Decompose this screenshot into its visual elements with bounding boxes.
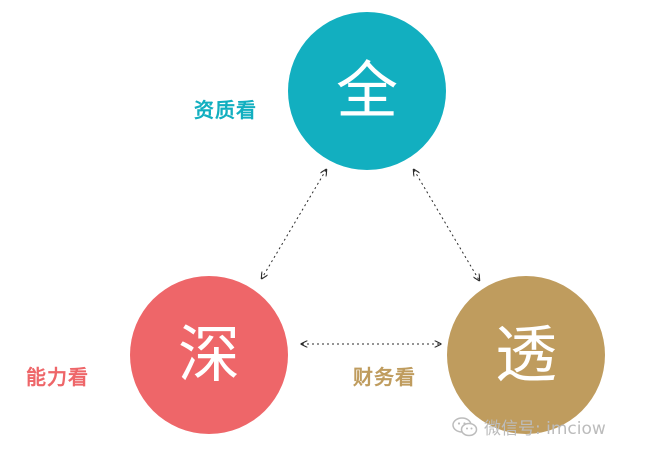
watermark-text: 微信号: imciow [484, 419, 606, 439]
circle-tou: 透 [447, 276, 605, 434]
circle-tou-char: 透 [494, 318, 557, 391]
circle-shen: 深 [130, 276, 288, 434]
watermark: 微信号: imciow [452, 414, 606, 439]
label-tou: 财务看 [353, 365, 416, 389]
label-quan: 资质看 [194, 98, 257, 122]
wechat-icon [452, 416, 478, 436]
arrow-quan-shen [262, 170, 326, 278]
circle-quan-char: 全 [335, 54, 398, 127]
arrow-quan-tou [414, 170, 479, 280]
circle-shen-char: 深 [177, 318, 240, 391]
circle-quan: 全 [288, 12, 446, 170]
label-shen: 能力看 [26, 365, 89, 389]
